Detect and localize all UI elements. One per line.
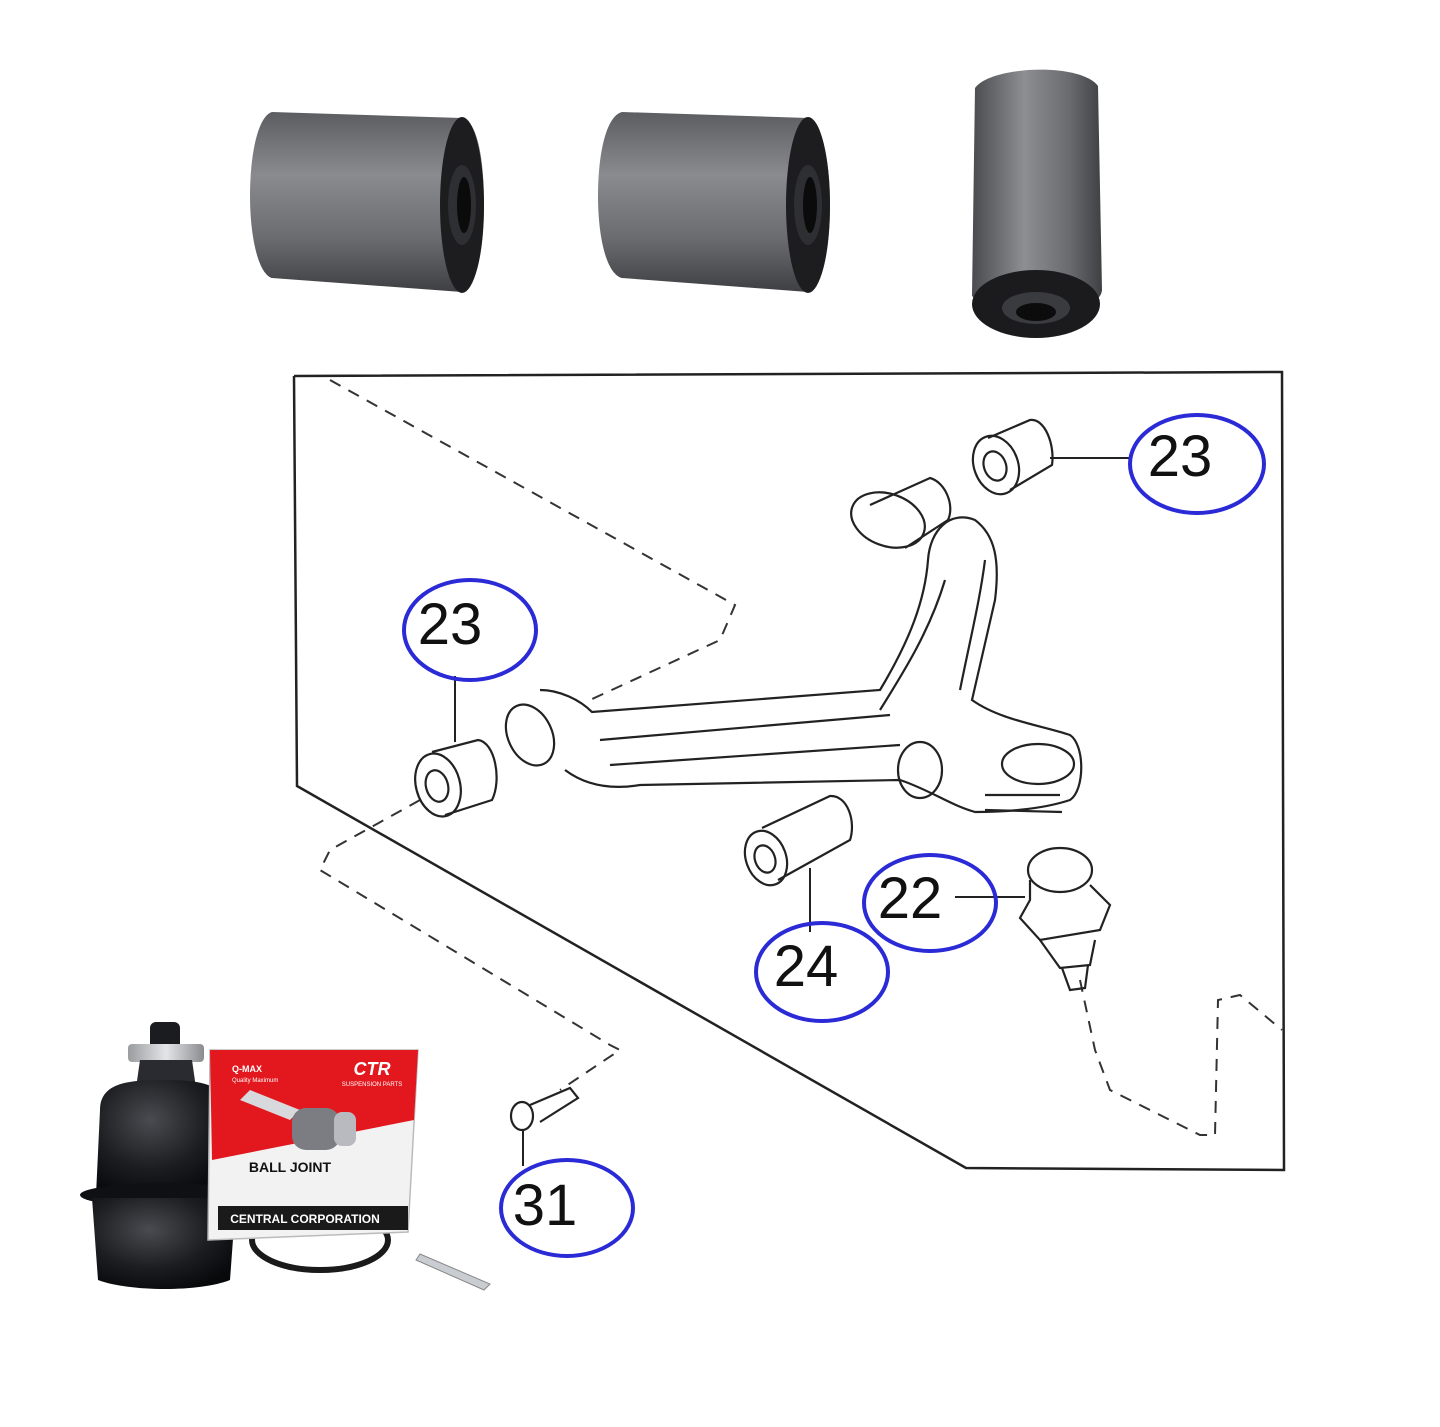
bushing-photo-2 <box>598 112 830 293</box>
bushing-photo-1 <box>250 112 484 293</box>
brand-logo: CTR <box>354 1059 391 1079</box>
callout-24: 24 <box>754 921 890 1023</box>
dashed-guides <box>318 379 1283 1136</box>
upper-control-arm <box>504 476 1083 814</box>
callout-23-lower: 23 <box>402 578 538 682</box>
callout-label: 31 <box>513 1173 578 1238</box>
series-label: Q-MAX <box>232 1064 262 1074</box>
callout-22: 22 <box>862 853 998 953</box>
callout-31: 31 <box>499 1158 635 1258</box>
callout-23-upper: 23 <box>1128 413 1266 515</box>
callout-label: 23 <box>418 592 483 657</box>
callout-label: 22 <box>878 866 943 931</box>
leader-lines <box>454 457 1132 1166</box>
bushing-photo-3 <box>972 69 1102 338</box>
product-name: BALL JOINT <box>249 1159 332 1175</box>
callout-label: 23 <box>1148 424 1213 489</box>
box-ball-joint-illustration <box>240 1090 356 1150</box>
series-sub-label: Quality Maximum <box>232 1078 278 1084</box>
cotter-pin-photo <box>415 1253 491 1291</box>
diagram-bolt-31 <box>509 1086 580 1132</box>
diagram-bushing-23-lower <box>414 738 498 818</box>
brand-sub-label: SUSPENSION PARTS <box>342 1082 402 1088</box>
manufacturer-label: CENTRAL CORPORATION <box>230 1212 380 1226</box>
ball-joint-photo <box>80 1022 248 1289</box>
diagram-bushing-23-upper <box>971 418 1054 496</box>
callout-label: 24 <box>774 934 839 999</box>
diagram-frame <box>292 370 1286 1172</box>
diagram-bushing-24 <box>743 794 854 887</box>
product-box: Q-MAX Quality Maximum CTR SUSPENSION PAR… <box>207 1049 419 1241</box>
diagram-ball-joint-22 <box>1018 846 1112 992</box>
